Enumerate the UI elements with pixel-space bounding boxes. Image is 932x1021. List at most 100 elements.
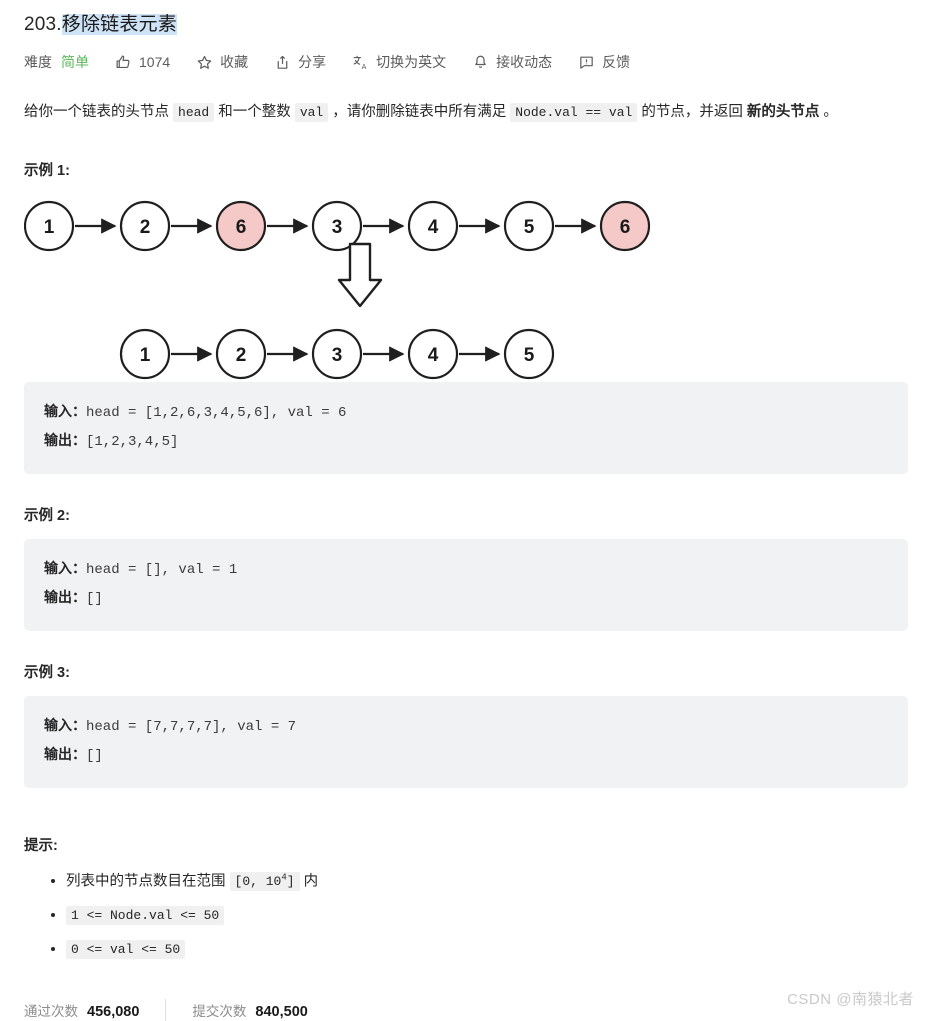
example-3-heading: 示例 3: — [24, 665, 70, 681]
example-1-output-label: 输出： — [44, 432, 86, 448]
accepted-label: 通过次数 — [24, 1004, 78, 1020]
hint-1-suffix: 内 — [299, 873, 319, 890]
csdn-watermark: CSDN @南猿北者 — [787, 991, 914, 1009]
example-3-input-label: 输入： — [44, 717, 86, 733]
submissions-label: 提交次数 — [192, 1004, 247, 1020]
desc-part-2: 和一个整数 — [214, 104, 295, 120]
stats-divider — [165, 999, 167, 1021]
list-after-node-value: 1 — [140, 345, 151, 366]
problem-number: 203. — [24, 14, 62, 35]
hint-item-3: 0 <= val <= 50 — [66, 936, 908, 963]
bell-icon — [472, 54, 489, 71]
list-after-node — [503, 328, 555, 380]
list-after-node-value: 3 — [332, 345, 343, 366]
example-2-heading: 示例 2: — [24, 508, 70, 524]
problem-stats: 通过次数 456,080 提交次数 840,500 — [24, 999, 908, 1021]
problem-description: 给你一个链表的头节点 head 和一个整数 val ，请你删除链表中所有满足 N… — [24, 96, 908, 129]
list-before-node — [599, 200, 651, 252]
example-1-output-value: [1,2,3,4,5] — [86, 434, 179, 450]
desc-part-3: ，请你删除链表中所有满足 — [328, 104, 511, 120]
example-2-output-label: 输出： — [44, 589, 86, 605]
list-after-node-value: 2 — [236, 345, 247, 366]
list-before-node — [23, 200, 75, 252]
problem-toolbar: 难度 简单 1074 收藏 — [24, 50, 908, 74]
desc-bold-new-head: 新的头节点 — [746, 104, 820, 120]
translate-button[interactable]: A 切换为英文 — [352, 52, 446, 72]
thumbs-up-icon — [115, 54, 132, 71]
favorite-button[interactable]: 收藏 — [196, 52, 248, 72]
example-2-input-value: head = [], val = 1 — [86, 562, 238, 578]
hint-1-code: [0, 104] — [229, 872, 300, 892]
linked-list-svg: 1 2 6 3 4 5 6 1 2 3 4 5 — [23, 200, 651, 380]
star-icon — [196, 54, 213, 71]
desc-part-1: 给你一个链表的头节点 — [24, 104, 174, 120]
example-3-input-value: head = [7,7,7,7], val = 7 — [86, 719, 297, 735]
list-after-node-value: 4 — [428, 345, 439, 366]
list-before-node-value: 4 — [428, 217, 439, 238]
svg-text:A: A — [362, 62, 367, 70]
list-before-node-value: 3 — [332, 217, 343, 238]
translate-icon: A — [352, 54, 369, 71]
accepted-stat: 通过次数 456,080 — [24, 1000, 139, 1020]
example-2-input-label: 输入： — [44, 560, 86, 576]
list-before-node-value: 2 — [140, 217, 151, 238]
hints-list: 列表中的节点数目在范围 [0, 104] 内 1 <= Node.val <= … — [24, 865, 908, 963]
list-before-node — [407, 200, 459, 252]
subscribe-label: 接收动态 — [496, 54, 553, 70]
submissions-value: 840,500 — [255, 1004, 308, 1021]
hint-1-code-a: [0, 10 — [234, 874, 282, 890]
desc-code-head: head — [173, 103, 215, 122]
hint-1-text: 列表中的节点数目在范围 — [66, 873, 230, 890]
list-before-node — [119, 200, 171, 252]
example-2-code-block: 输入：head = [], val = 1 输出：[] — [24, 539, 908, 631]
desc-code-val: val — [294, 103, 329, 122]
example-1-code-block: 输入：head = [1,2,6,3,4,5,6], val = 6 输出：[1… — [24, 382, 908, 474]
accepted-value: 456,080 — [87, 1004, 140, 1021]
example-3-code-block: 输入：head = [7,7,7,7], val = 7 输出：[] — [24, 696, 908, 788]
linked-list-diagram: 1 2 6 3 4 5 6 1 2 3 4 5 — [23, 194, 908, 382]
problem-title-text: 移除链表元素 — [61, 14, 177, 35]
difficulty-value: 简单 — [61, 54, 89, 70]
like-button[interactable]: 1074 — [115, 52, 170, 72]
list-after-node-value: 5 — [524, 345, 535, 366]
list-after-node — [407, 328, 459, 380]
hint-2-code: 1 <= Node.val <= 50 — [66, 906, 225, 926]
list-before-node-value: 6 — [620, 217, 631, 238]
hint-1-code-exponent: 4 — [281, 873, 287, 883]
like-count: 1074 — [139, 54, 171, 70]
difficulty-label: 难度 — [24, 54, 52, 70]
list-after-node — [215, 328, 267, 380]
page-title: 203.移除链表元素 — [24, 0, 908, 38]
list-before-node — [503, 200, 555, 252]
subscribe-button[interactable]: 接收动态 — [472, 52, 552, 72]
list-before-node-value: 1 — [44, 217, 55, 238]
transform-arrow-icon — [337, 242, 383, 308]
share-button[interactable]: 分享 — [274, 52, 326, 72]
hint-3-code: 0 <= val <= 50 — [66, 940, 186, 960]
list-after-node — [311, 328, 363, 380]
desc-part-5: 。 — [819, 104, 838, 120]
feedback-button[interactable]: 反馈 — [578, 52, 630, 72]
list-before-node-value: 5 — [524, 217, 535, 238]
feedback-icon — [578, 54, 595, 71]
example-3-output-value: [] — [86, 748, 103, 764]
example-1-heading: 示例 1: — [24, 163, 70, 179]
hint-item-1: 列表中的节点数目在范围 [0, 104] 内 — [66, 865, 908, 895]
feedback-label: 反馈 — [602, 54, 631, 70]
list-before-node-value: 6 — [236, 217, 247, 238]
favorite-label: 收藏 — [220, 54, 249, 70]
hints-heading: 提示: — [24, 838, 58, 854]
hint-1-code-b: ] — [286, 874, 295, 890]
translate-label: 切换为英文 — [376, 54, 447, 70]
example-1-input-label: 输入： — [44, 403, 86, 419]
hint-item-2: 1 <= Node.val <= 50 — [66, 902, 908, 929]
example-2-output-value: [] — [86, 591, 103, 607]
share-label: 分享 — [298, 54, 327, 70]
difficulty-indicator: 难度 简单 — [24, 52, 89, 72]
desc-code-condition: Node.val == val — [510, 103, 638, 122]
list-after-node — [119, 328, 171, 380]
example-1-input-value: head = [1,2,6,3,4,5,6], val = 6 — [86, 405, 347, 421]
submissions-stat: 提交次数 840,500 — [192, 1000, 307, 1020]
share-icon — [274, 54, 291, 71]
